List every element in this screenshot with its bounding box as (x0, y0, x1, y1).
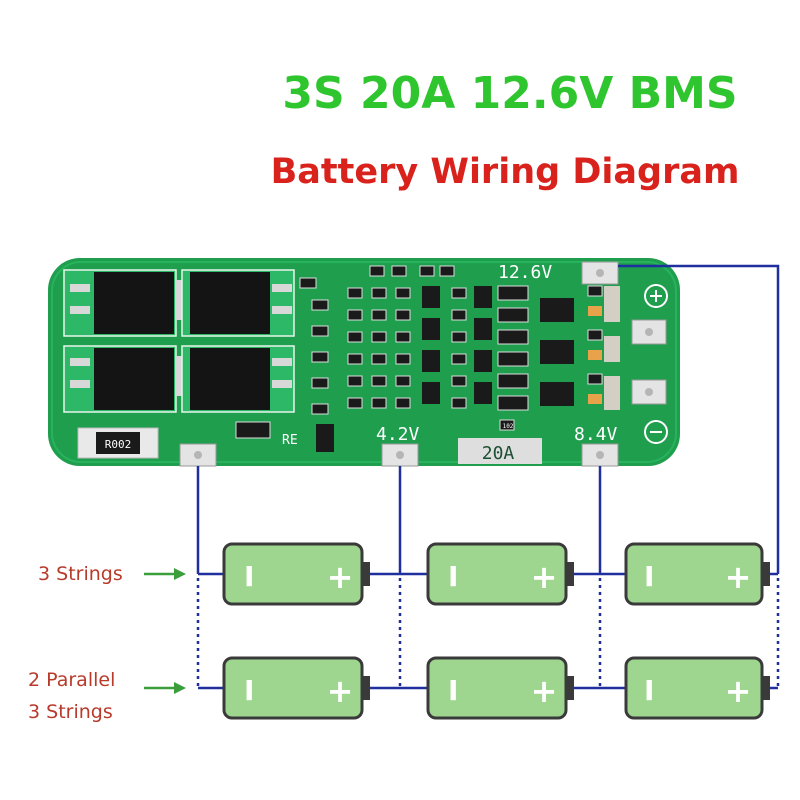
smd-code: 102 (503, 423, 514, 430)
bms-board: R002 (48, 258, 680, 467)
battery-row-1: I + I + I + (222, 542, 770, 606)
label-4v2: 4.2V (376, 424, 420, 445)
smd-area: 102 (235, 265, 620, 452)
battery-row-2: I + I + I + (222, 656, 770, 720)
battery-positive-icon: + (725, 558, 752, 596)
sense-resistor: R002 (77, 427, 159, 459)
battery-cell: I + (222, 542, 370, 606)
battery-positive-icon: + (327, 672, 354, 710)
battery-positive-icon: + (531, 558, 558, 596)
battery-negative-icon: I (644, 674, 654, 707)
battery-negative-icon: I (244, 560, 254, 593)
resistor-code: R002 (105, 438, 132, 451)
label-8v4: 8.4V (574, 424, 618, 445)
battery-cell: I + (426, 656, 574, 720)
battery-positive-icon: + (531, 672, 558, 710)
row1-label: 3 Strings (38, 563, 123, 585)
arrow-right-icon (144, 568, 186, 580)
row2-label-line2: 3 Strings (28, 701, 113, 723)
battery-cell: I + (426, 542, 574, 606)
row2-label-line1: 2 Parallel (28, 669, 115, 691)
label-12v6: 12.6V (498, 262, 552, 283)
battery-negative-icon: I (244, 674, 254, 707)
battery-negative-icon: I (448, 560, 458, 593)
plus-symbol (644, 284, 668, 308)
page-subtitle: Battery Wiring Diagram (271, 152, 740, 192)
battery-negative-icon: I (448, 674, 458, 707)
mosfet-1 (63, 269, 182, 337)
minus-symbol (644, 420, 668, 444)
page-title: 3S 20A 12.6V BMS (282, 68, 737, 119)
arrow-right-icon (144, 682, 186, 694)
mosfet-4 (181, 345, 295, 413)
label-20a: 20A (482, 443, 515, 464)
battery-positive-icon: + (327, 558, 354, 596)
battery-positive-icon: + (725, 672, 752, 710)
battery-cell: I + (624, 656, 770, 720)
mosfet-3 (63, 345, 182, 413)
battery-negative-icon: I (644, 560, 654, 593)
current-rating: 20A (458, 438, 542, 464)
battery-cell: I + (222, 656, 370, 720)
mosfet-2 (181, 269, 295, 337)
battery-cell: I + (624, 542, 770, 606)
label-re: RE (282, 433, 298, 448)
